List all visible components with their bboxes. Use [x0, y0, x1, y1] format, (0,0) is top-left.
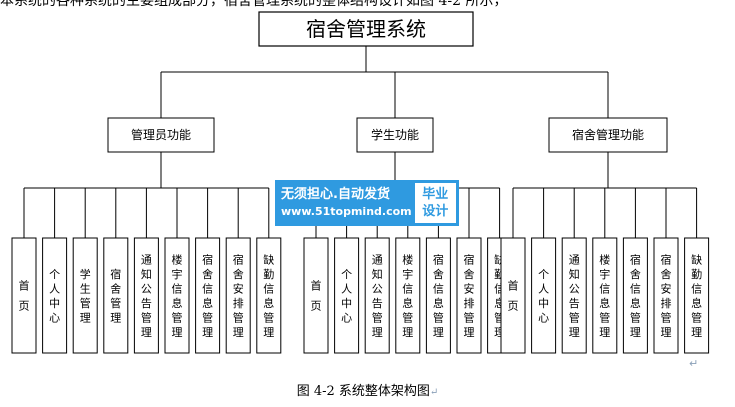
leaf-node-label: 学生管理	[80, 266, 91, 324]
category-node-box	[107, 117, 215, 153]
leaf-node-box	[622, 237, 648, 354]
figure-caption-text: 图 4-2 系统整体架构图	[296, 384, 430, 399]
leaf-node-label: 首页	[19, 278, 30, 312]
leaf-node-label: 缺勤信息管理	[494, 252, 505, 339]
leaf-node-label: 宿舍安排管理	[233, 252, 244, 339]
leaf-node-label: 宿舍信息管理	[630, 252, 641, 339]
leaf-node-box	[334, 237, 360, 354]
leaf-node-box	[456, 237, 482, 354]
leaf-node-box	[11, 237, 37, 354]
leaf-node-label: 首页	[311, 278, 322, 312]
watermark-url: www.51topmind.com	[281, 205, 412, 218]
leaf-node-label: 个人中心	[341, 267, 352, 324]
header-text: 本系统的各种系统的主要组成部分，宿舍管理系统的整体结构设计如图 4-2 所示，	[0, 0, 508, 9]
leaf-node-box	[133, 237, 159, 354]
paragraph-mark: ↵	[689, 357, 699, 370]
leaf-node-label: 宿舍安排管理	[661, 252, 672, 339]
leaf-node-box	[103, 237, 129, 354]
leaf-node-box	[164, 237, 190, 354]
watermark-badge-line1: 毕业	[422, 187, 449, 202]
leaf-node-box	[684, 237, 710, 354]
leaf-node-box	[500, 237, 526, 354]
leaf-node-label: 宿舍管理	[110, 266, 121, 324]
leaf-node-label: 宿舍信息管理	[202, 252, 213, 339]
leaf-node-box	[364, 237, 390, 354]
category-node-label: 学生功能	[371, 127, 419, 142]
leaf-node-label: 宿舍信息管理	[433, 252, 444, 339]
leaf-node-label: 楼宇信息管理	[402, 252, 413, 339]
leaf-node-box	[195, 237, 221, 354]
leaf-node-label: 通知公告管理	[372, 253, 383, 339]
leaf-node-label: 通知公告管理	[141, 253, 152, 339]
category-node-box	[548, 117, 668, 153]
root-node-label: 宿舍管理系统	[306, 17, 426, 41]
leaf-node-box	[561, 237, 587, 354]
leaf-node-box	[395, 237, 421, 354]
leaf-node-box	[303, 237, 329, 354]
watermark-banner: 无须担心.自动发货 www.51topmind.com 毕业 设计	[275, 180, 459, 226]
leaf-node-label: 通知公告管理	[569, 253, 580, 339]
leaf-node-label: 宿舍安排管理	[464, 252, 475, 339]
leaf-node-label: 楼宇信息管理	[599, 252, 610, 339]
watermark-badge-line2: 设计	[422, 204, 449, 219]
leaf-node-box	[42, 237, 68, 354]
leaf-node-label: 首页	[508, 278, 519, 312]
leaf-node-box	[531, 237, 557, 354]
category-node-box	[356, 117, 434, 153]
watermark-badge: 毕业 设计	[414, 183, 456, 223]
leaf-node-label: 个人中心	[49, 267, 60, 324]
leaf-node-label: 个人中心	[538, 267, 549, 324]
leaf-node-label: 缺勤信息管理	[263, 252, 274, 339]
leaf-node-box	[72, 237, 98, 354]
figure-caption: 图 4-2 系统整体架构图↵	[0, 380, 735, 399]
category-node-label: 管理员功能	[131, 127, 191, 142]
leaf-node-label: 缺勤信息管理	[691, 252, 702, 339]
category-node-label: 宿舍管理功能	[572, 127, 644, 142]
leaf-node-box	[256, 237, 282, 354]
leaf-node-box	[653, 237, 679, 354]
leaf-node-label: 楼宇信息管理	[172, 252, 183, 339]
caption-mark: ↵	[429, 387, 439, 398]
leaf-node-box	[425, 237, 451, 354]
leaf-node-box	[225, 237, 251, 354]
watermark-slogan: 无须担心.自动发货	[281, 187, 390, 202]
leaf-node-box	[592, 237, 618, 354]
